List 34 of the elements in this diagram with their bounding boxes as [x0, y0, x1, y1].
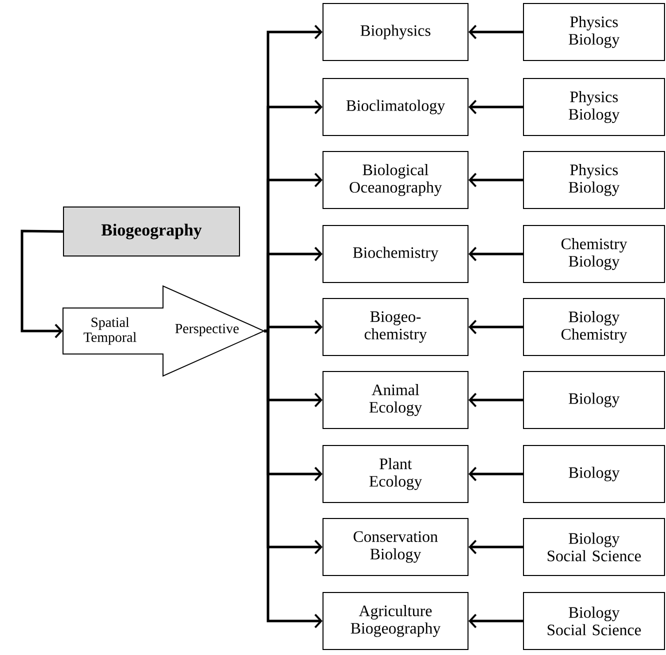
source-box: Biology Chemistry: [523, 298, 665, 356]
arrow-text: Spatial Temporal: [84, 317, 136, 345]
discipline-box: Agriculture Biogeography: [322, 592, 468, 650]
arrow: [468, 392, 523, 408]
discipline-box: Bioclimatology: [322, 78, 468, 136]
discipline-box: Conservation Biology: [322, 518, 468, 576]
source-box: Biology: [523, 445, 665, 503]
source-box: Physics Biology: [523, 78, 665, 136]
discipline-box: Plant Ecology: [322, 445, 468, 503]
arrow: [264, 330, 322, 628]
source-box: Biology: [523, 371, 665, 429]
arrow-text: Perspective: [175, 324, 239, 336]
discipline-box: Biochemistry: [322, 225, 468, 283]
source-box: Physics Biology: [523, 151, 665, 209]
arrow: [468, 320, 523, 334]
arrow: [468, 100, 523, 114]
arrow: [468, 466, 523, 482]
arrow: [264, 320, 322, 334]
block-arrow: [62, 285, 266, 377]
discipline-box: Biogeo- chemistry: [322, 298, 468, 356]
arrow: [20, 230, 64, 338]
arrow: [468, 172, 523, 188]
source-box: Biology Social Science: [523, 518, 665, 576]
title-box: Biogeography: [63, 206, 240, 256]
arrow: [468, 614, 523, 628]
discipline-box: Animal Ecology: [322, 371, 468, 429]
arrow: [468, 540, 523, 554]
arrow: [468, 24, 523, 40]
arrow: [468, 246, 523, 262]
source-box: Biology Social Science: [523, 592, 665, 650]
source-box: Chemistry Biology: [523, 225, 665, 283]
discipline-box: Biophysics: [322, 3, 468, 61]
source-box: Physics Biology: [523, 3, 665, 61]
discipline-box: Biological Oceanography: [322, 151, 468, 209]
